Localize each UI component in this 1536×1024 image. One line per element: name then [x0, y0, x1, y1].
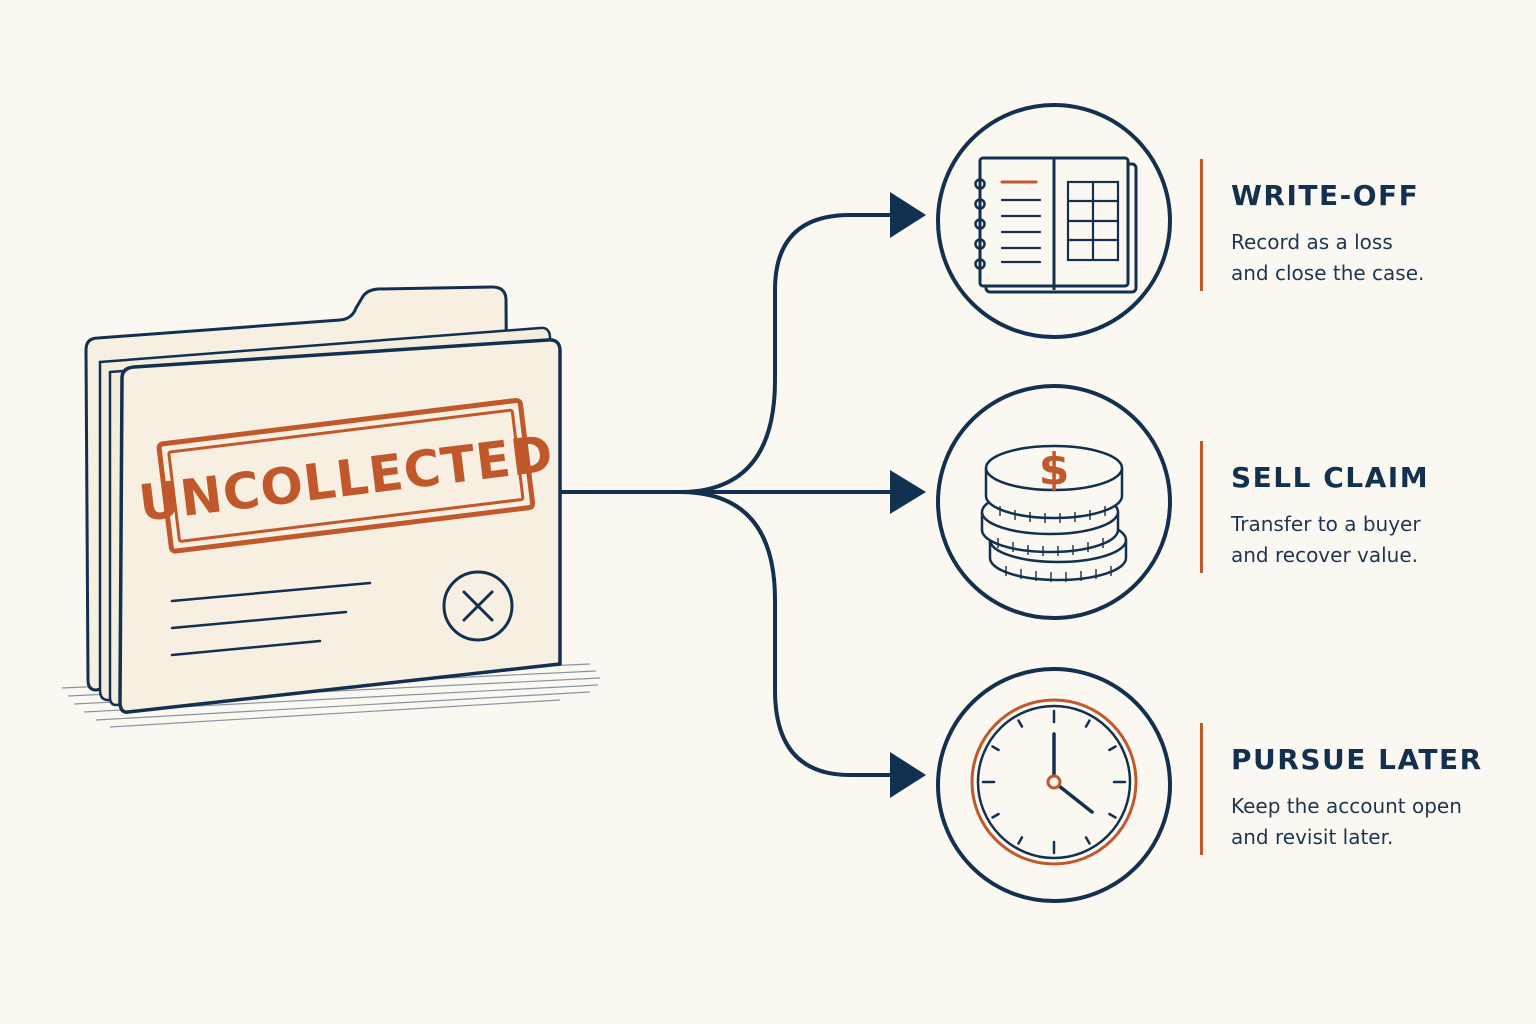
option-title: PURSUE LATER [1231, 743, 1483, 776]
connector-pursue-later [678, 490, 894, 777]
coin-stack-icon [980, 444, 1128, 582]
description-line: and recover value. [1231, 543, 1419, 567]
option-circle-sell-claim: $ [936, 384, 1172, 620]
clock-tick [1017, 719, 1024, 728]
option-description: Record as a loss and close the case. [1231, 227, 1520, 289]
connector-write-off [560, 213, 894, 494]
description-line: and revisit later. [1231, 825, 1394, 849]
option-sell-claim: SELL CLAIM Transfer to a buyer and recov… [1200, 441, 1520, 573]
option-write-off: WRITE-OFF Record as a loss and close the… [1200, 159, 1520, 291]
option-description: Transfer to a buyer and recover value. [1231, 509, 1520, 571]
arrowhead [890, 470, 926, 514]
clock-tick [1084, 836, 1091, 845]
clock-tick [1108, 812, 1117, 819]
branch-connectors [560, 213, 894, 777]
uncollected-folder: UNCOLLECTED [61, 285, 601, 728]
clock-tick [1108, 745, 1117, 752]
clock-tick [991, 812, 1000, 819]
description-line: Transfer to a buyer [1231, 512, 1421, 536]
arrowhead [890, 192, 926, 238]
clock-tick [1017, 836, 1024, 845]
minute-hand [1052, 780, 1094, 814]
dollar-symbol: $ [1039, 444, 1070, 495]
option-circle-write-off [936, 103, 1172, 339]
description-line: and close the case. [1231, 261, 1425, 285]
clock-ticks [981, 709, 1127, 855]
x-circle-icon [442, 570, 514, 642]
description-line: Keep the account open [1231, 794, 1462, 818]
option-pursue-later: PURSUE LATER Keep the account open and r… [1200, 723, 1520, 855]
folder-front [118, 338, 562, 714]
folder-text-lines [170, 581, 372, 657]
clock-icon [970, 698, 1138, 866]
arrowhead [890, 752, 926, 798]
description-line: Record as a loss [1231, 230, 1393, 254]
option-description: Keep the account open and revisit later. [1231, 791, 1520, 853]
option-title: SELL CLAIM [1231, 461, 1430, 494]
option-title: WRITE-OFF [1231, 179, 1420, 212]
arrowheads [890, 192, 926, 798]
clock-tick [991, 745, 1000, 752]
ledger-book-icon [974, 156, 1138, 294]
clock-tick [1084, 719, 1091, 728]
option-circle-pursue-later [936, 667, 1172, 903]
